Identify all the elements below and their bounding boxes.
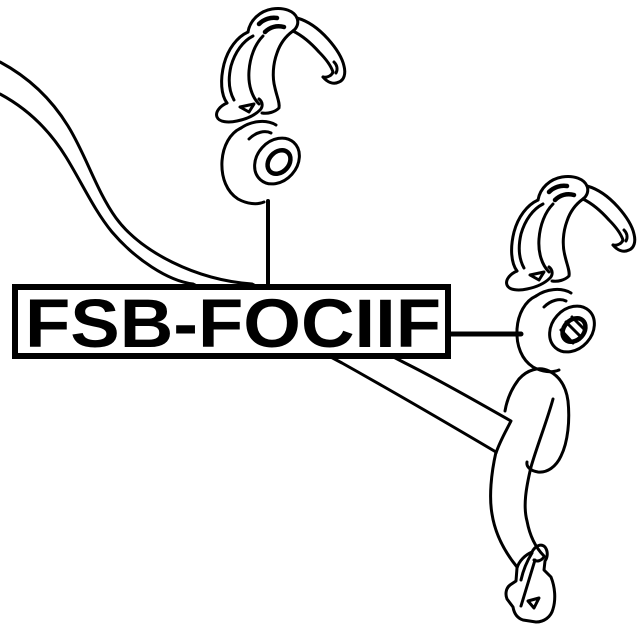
stabilizer-bar-bracket-right — [507, 176, 635, 289]
stabilizer-bar-bracket-top — [217, 8, 345, 121]
part-label-box: FSB-FOCIIF — [12, 284, 451, 362]
bushing-bore-hatch — [570, 315, 586, 331]
bar-upper-edge — [0, 60, 513, 455]
stabilizer-bar-bushing-right — [517, 289, 604, 371]
end-fitting-curl — [532, 555, 546, 563]
bar-descending-left-edge — [489, 450, 519, 569]
part-label-border — [12, 284, 451, 359]
part-label-text: FSB-FOCIIF — [25, 285, 441, 362]
stabilizer-bar-bushing-upper — [222, 121, 309, 203]
end-fitting-fold-line — [519, 551, 534, 582]
bar-descending-right-edge — [523, 397, 555, 558]
end-fitting-bolt-hole — [526, 596, 541, 610]
bushing-bore-hatch — [564, 320, 583, 339]
end-fitting-inner-line — [519, 558, 537, 608]
bar-bend-outer-curve — [517, 367, 571, 474]
stabilizer-bar — [0, 60, 571, 624]
bar-bend-left-curve — [503, 377, 521, 413]
stabilizer-bar-end-fitting — [504, 543, 557, 624]
bar-lower-edge — [0, 92, 498, 454]
bushing-bore-hatch — [559, 328, 575, 345]
end-fitting-outline — [504, 543, 557, 624]
